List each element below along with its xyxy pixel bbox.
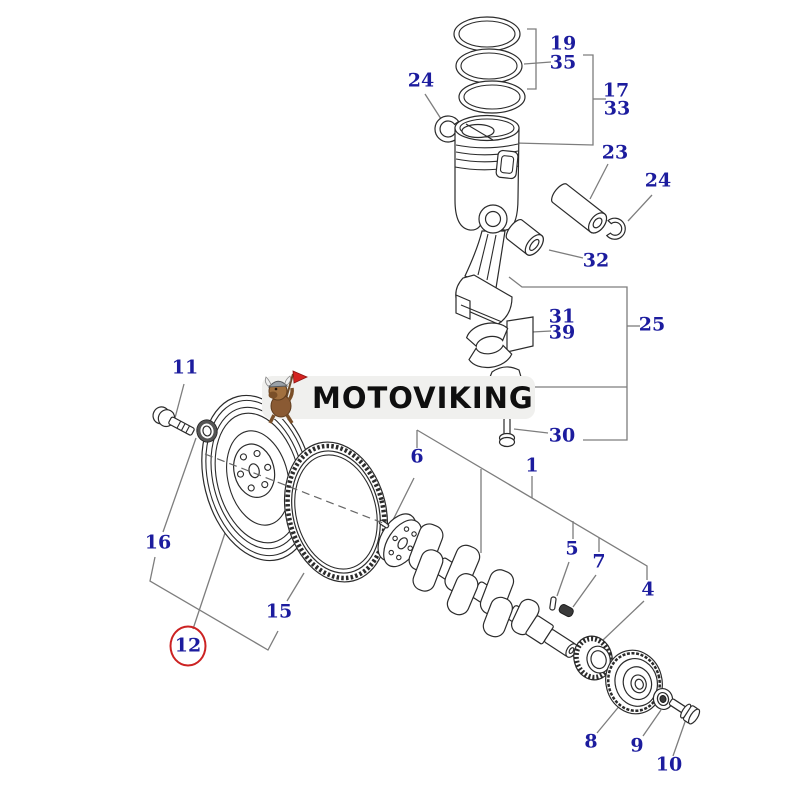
crankshaft (377, 513, 578, 658)
callout-39: 39 (548, 321, 576, 344)
bearing-backing-plate (506, 316, 534, 353)
small-end-bushing (505, 219, 544, 256)
callout-19: 19 (549, 32, 577, 55)
callout-35: 35 (549, 51, 577, 74)
callout-5: 5 (565, 537, 579, 560)
pulley-washer (652, 687, 674, 711)
rod-cap (489, 366, 522, 378)
callout-6: 6 (410, 445, 424, 468)
callout-25: 25 (638, 313, 666, 336)
callout-16: 16 (144, 531, 172, 554)
callout-31: 31 (548, 305, 576, 328)
crank-pulley (605, 649, 663, 715)
callout-23: 23 (601, 141, 629, 164)
callout-9: 9 (630, 734, 644, 757)
flywheel-washer (196, 419, 218, 443)
callout-12-highlighted: 12 (169, 625, 207, 667)
logo-text: MOTOVIKING (312, 381, 534, 415)
piston-pin (551, 183, 608, 234)
callout-7: 7 (592, 550, 606, 573)
rod-bearing-shells (465, 322, 513, 369)
viking-dog-mascot-icon (264, 370, 308, 424)
piston (454, 114, 520, 231)
callout-10: 10 (655, 753, 683, 776)
rod-bolt (498, 417, 516, 448)
assembly-centerline (204, 453, 389, 526)
callout-24-right: 24 (644, 169, 672, 192)
callout-32: 32 (582, 249, 610, 272)
timing-gear (573, 635, 613, 681)
flywheel-bolt (152, 406, 195, 436)
crank-key-5 (549, 596, 557, 611)
watermark-logo: MOTOVIKING (262, 370, 535, 424)
piston-rings (453, 16, 526, 114)
callout-8: 8 (584, 730, 598, 753)
callout-30: 30 (548, 424, 576, 447)
callout-24-left: 24 (407, 69, 435, 92)
callout-4: 4 (641, 578, 655, 601)
pulley-bolt (668, 698, 701, 725)
ring-gear (283, 441, 389, 583)
snap-ring-right (605, 217, 626, 240)
callout-1: 1 (525, 454, 539, 477)
callout-17: 17 (602, 79, 630, 102)
callout-33: 33 (603, 97, 631, 120)
leader-lines (149, 28, 687, 757)
callout-11: 11 (171, 356, 199, 379)
crank-key-7 (558, 604, 574, 618)
callout-15: 15 (265, 600, 293, 623)
